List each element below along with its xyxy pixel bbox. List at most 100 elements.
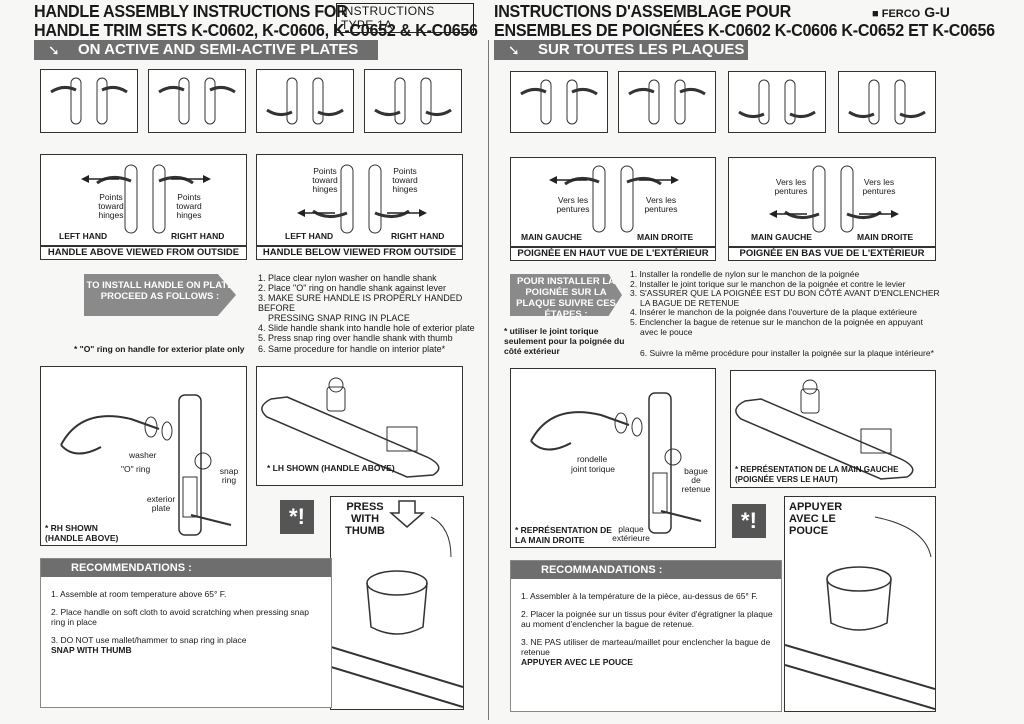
vue-plaque-main-gauche: * REPRÉSENTATION DE LA MAIN GAUCHE (POIG… bbox=[730, 370, 936, 488]
label-main-gauche: MAIN GAUCHE bbox=[751, 232, 812, 242]
install-callout-fr: POUR INSTALLER LA POIGNÉE SUR LA PLAQUE … bbox=[510, 274, 622, 316]
handle-plates-icon bbox=[50, 77, 128, 125]
label-left-hand: LEFT HAND bbox=[285, 231, 334, 241]
plate-isometric-illustration bbox=[735, 379, 914, 480]
step-6-fr: 6. Suivre la même procédure pour install… bbox=[640, 348, 934, 358]
thumb-main-droite-bas bbox=[838, 71, 936, 133]
brand-gu: G-U bbox=[924, 4, 950, 20]
handle-plates-icon bbox=[374, 77, 452, 125]
handle-exploded-illustration bbox=[530, 392, 702, 534]
caption-handle-below: HANDLE BELOW VIEWED FROM OUTSIDE bbox=[256, 246, 463, 260]
step-item: 5. Press snap ring over handle shank wit… bbox=[258, 333, 453, 343]
plate-isometric-illustration bbox=[261, 377, 440, 478]
recommendations-en: RECOMMENDATIONS : 1. Assemble at room te… bbox=[40, 558, 332, 708]
recommendation-emphasis: SNAP WITH THUMB bbox=[51, 645, 132, 655]
thumb-main-droite-haut bbox=[618, 71, 716, 133]
arrow-down-right-icon: ➘ bbox=[508, 42, 520, 58]
step-item: 3. MAKE SURE HANDLE IS PROPERLY HANDED B… bbox=[258, 293, 463, 313]
french-column: INSTRUCTIONS D'ASSEMBLAGE POUR ENSEMBLES… bbox=[494, 0, 995, 724]
step-item: 3. S'ASSURER QUE LA POIGNÉE EST DU BON C… bbox=[630, 288, 940, 299]
handle-plates-icon bbox=[628, 79, 706, 125]
press-with-thumb-panel: PRESS WITH THUMB bbox=[330, 496, 464, 710]
thumb-lh-above bbox=[40, 69, 138, 133]
caption-poignee-bas: POIGNÉE EN BAS VUE DE L'EXTÉRIEUR bbox=[728, 247, 936, 261]
vue-eclatee-main-droite: rondelle joint torique bague de retenue … bbox=[510, 368, 716, 548]
label-bague-de-retenue: bague de retenue bbox=[681, 466, 711, 494]
ferco-logo-icon: ■ bbox=[872, 8, 879, 20]
label-right-hand: RIGHT HAND bbox=[171, 231, 225, 241]
thumb-press-illustration bbox=[331, 500, 463, 708]
recommandations-list-fr: 1. Assembler à la température de la pièc… bbox=[521, 591, 773, 675]
steps-fr: 1. Installer la rondelle de nylon sur le… bbox=[630, 269, 946, 337]
section-band-fr: ➘ SUR TOUTES LES PLAQUES bbox=[494, 40, 748, 60]
handle-plates-icon bbox=[520, 79, 598, 125]
handle-plates-icon bbox=[738, 79, 816, 125]
label-left-hand: LEFT HAND bbox=[59, 231, 108, 241]
brand-ferco: FERCO bbox=[881, 8, 921, 20]
recommandations-fr: RECOMMANDATIONS : 1. Assembler à la temp… bbox=[510, 560, 782, 712]
thumb-lh-below bbox=[256, 69, 354, 133]
title-fr-line1: INSTRUCTIONS D'ASSEMBLAGE POUR bbox=[494, 1, 792, 21]
recommendation-item: 2. Placer la poignée sur un tissus pour … bbox=[521, 609, 773, 629]
section-band-en-label: ON ACTIVE AND SEMI-ACTIVE PLATES bbox=[78, 41, 359, 58]
warning-icon: *! bbox=[732, 504, 766, 538]
step-item: LA BAGUE DE RETENUE bbox=[640, 297, 740, 308]
recommendation-item: 3. DO NOT use mallet/hammer to snap ring… bbox=[51, 635, 247, 645]
label-main-droite: MAIN DROITE bbox=[637, 232, 694, 242]
handle-plates-icon bbox=[266, 77, 344, 125]
title-fr: INSTRUCTIONS D'ASSEMBLAGE POUR ENSEMBLES… bbox=[494, 2, 995, 40]
exploded-view-rh: washer "O" ring snap ring exterior plate… bbox=[40, 366, 247, 546]
title-en-line2: HANDLE TRIM SETS K-C0602, K-C0606, K-C06… bbox=[34, 20, 478, 40]
english-column: HANDLE ASSEMBLY INSTRUCTIONS FOR HANDLE … bbox=[34, 0, 478, 724]
label-points-toward-hinges-right: Points toward hinges bbox=[392, 166, 418, 194]
label-rondelle: rondelle bbox=[577, 454, 608, 464]
recommendation-emphasis: APPUYER AVEC LE POUCE bbox=[521, 657, 633, 667]
label-points-toward-hinges-left: Points toward hinges bbox=[98, 192, 124, 220]
recommendation-item: 2. Place handle on soft cloth to avoid s… bbox=[51, 607, 309, 627]
instructions-type-badge: INSTRUCTIONS TYPE 1A bbox=[336, 3, 474, 33]
handle-direction-diagram bbox=[81, 164, 211, 234]
diagramme-poignee-bas: Vers les pentures Vers les pentures MAIN… bbox=[728, 157, 936, 247]
thumb-main-gauche-bas bbox=[728, 71, 826, 133]
label-washer: washer bbox=[129, 450, 157, 460]
label-exterior-plate: exterior plate bbox=[146, 494, 176, 513]
step-item: 5. Enclencher la bague de retenue sur le… bbox=[630, 316, 923, 327]
representation-main-gauche-note: * REPRÉSENTATION DE LA MAIN GAUCHE (POIG… bbox=[735, 465, 899, 484]
handle-direction-diagram bbox=[297, 164, 427, 234]
label-o-ring: "O" ring bbox=[121, 464, 151, 474]
recommendation-item: 1. Assemble at room temperature above 65… bbox=[51, 589, 227, 599]
label-vers-les-pentures-droite: Vers les pentures bbox=[862, 177, 896, 196]
thumb-main-gauche-haut bbox=[510, 71, 608, 133]
handle-direction-diagram bbox=[549, 165, 679, 233]
diagramme-poignee-haut: Vers les pentures Vers les pentures MAIN… bbox=[510, 157, 716, 247]
recommendation-item: 1. Assembler à la température de la pièc… bbox=[521, 591, 758, 601]
joint-torique-note: * utiliser le joint torique seulement po… bbox=[504, 326, 625, 356]
caption-poignee-haut: POIGNÉE EN HAUT VUE DE L'EXTÉRIEUR bbox=[510, 247, 716, 261]
handle-plates-icon bbox=[158, 77, 236, 125]
step-item: 4. Insérer le manchon de la poignée dans… bbox=[630, 307, 918, 318]
title-fr-line2: ENSEMBLES DE POIGNÉES K-C0602 K-C0606 K-… bbox=[494, 20, 995, 40]
label-plaque-exterieure: plaque extérieure bbox=[612, 524, 650, 543]
arrow-down-right-icon: ➘ bbox=[48, 42, 60, 58]
label-vers-les-pentures-gauche: Vers les pentures bbox=[556, 195, 590, 214]
appuyer-avec-le-pouce-label: APPUYER AVEC LE POUCE bbox=[789, 501, 843, 537]
step-item: 1. Installer la rondelle de nylon sur le… bbox=[630, 269, 860, 279]
plate-iso-view-lh: * LH SHOWN (HANDLE ABOVE) bbox=[256, 366, 463, 486]
section-band-en: ➘ ON ACTIVE AND SEMI-ACTIVE PLATES bbox=[34, 40, 378, 60]
label-right-hand: RIGHT HAND bbox=[391, 231, 445, 241]
steps-en: 1. Place clear nylon washer on handle sh… bbox=[258, 273, 478, 343]
recommendation-item: 3. NE PAS utiliser de marteau/maillet po… bbox=[521, 637, 771, 657]
step-item: 2. Place "O" ring on handle shank agains… bbox=[258, 283, 447, 293]
rh-shown-note: * RH SHOWN (HANDLE ABOVE) bbox=[45, 523, 119, 543]
recommendations-list-en: 1. Assemble at room temperature above 65… bbox=[51, 589, 321, 663]
diagram-handle-below: Points toward hinges Points toward hinge… bbox=[256, 154, 463, 246]
thumb-press-illustration bbox=[785, 516, 935, 710]
step-item: 1. Place clear nylon washer on handle sh… bbox=[258, 273, 437, 283]
label-points-toward-hinges-right: Points toward hinges bbox=[176, 192, 202, 220]
step-item: avec le pouce bbox=[640, 326, 693, 337]
handle-exploded-illustration bbox=[60, 394, 232, 536]
label-main-droite: MAIN DROITE bbox=[857, 232, 914, 242]
lh-shown-note: * LH SHOWN (HANDLE ABOVE) bbox=[267, 463, 395, 473]
step-item: 2. Installer le joint torique sur le man… bbox=[630, 278, 906, 289]
